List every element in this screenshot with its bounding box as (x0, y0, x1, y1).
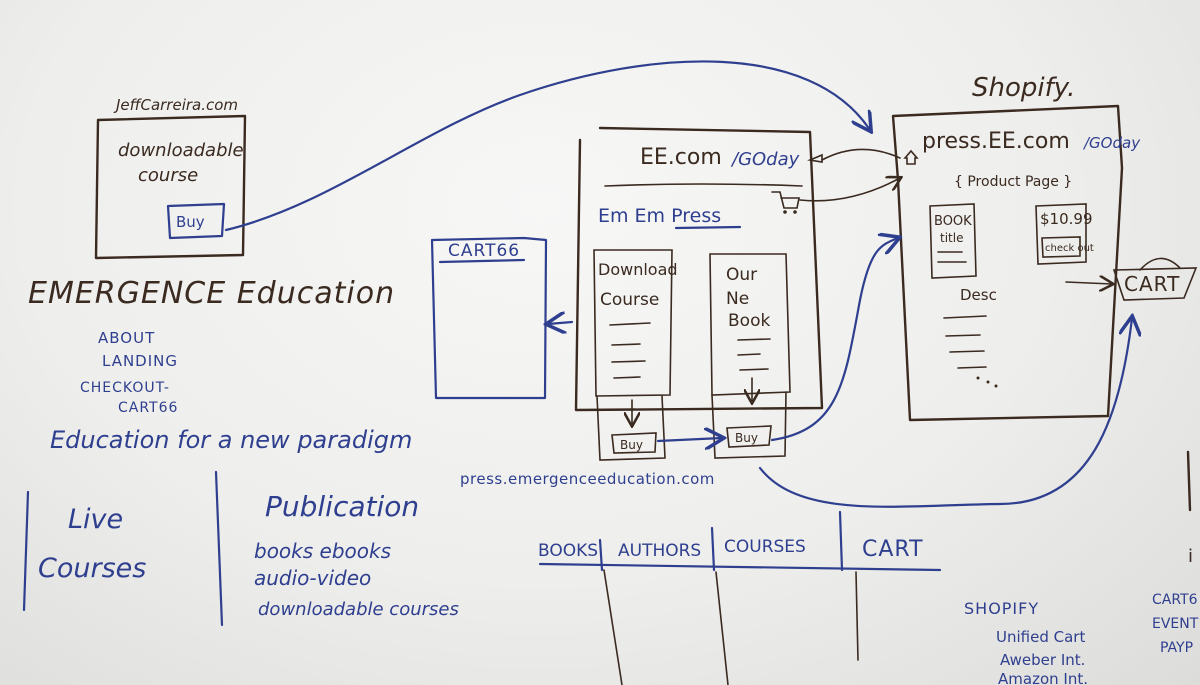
pub-item-books: books ebooks (254, 539, 391, 563)
card2-line1: Our (726, 265, 757, 285)
offerings-section: Live Courses Publication books ebooks au… (22, 470, 459, 627)
shopify-label: Shopify. (972, 73, 1075, 103)
cart-icon (771, 191, 800, 214)
cut-i: i (1188, 546, 1193, 567)
cut-right: i CART6 EVENT PAYP (1152, 450, 1199, 656)
ee-domain: EE.com (640, 145, 722, 170)
shopify-price: $10.99 (1040, 210, 1093, 228)
shopify-cart: CART (1124, 272, 1180, 296)
brand-tagline: Education for a new paradigm (50, 426, 412, 454)
cart66-sketch: CART66 (430, 236, 574, 400)
shopify-checkout: check out (1045, 243, 1094, 254)
live-line1: Live (68, 504, 123, 535)
cut-cart: CART6 (1152, 592, 1198, 608)
jeff-buy-button (166, 202, 226, 240)
shopify-desc: Desc (960, 286, 997, 304)
shopify-book: BOOK (934, 214, 972, 229)
live-line2: Courses (38, 553, 146, 584)
nav-cart: CART (862, 537, 924, 562)
jeff-title-line2: course (138, 165, 198, 186)
emergence-section: EMERGENCE Education ABOUT LANDING CHECKO… (28, 276, 412, 454)
card2-line3: Book (728, 311, 770, 331)
brand-link-landing: LANDING (102, 352, 178, 370)
shopify-path: /GOday (1082, 134, 1141, 152)
jeff-buy-label: Buy (176, 213, 205, 231)
press-url: press.emergenceeducation.com (460, 470, 715, 488)
jeff-site-box (94, 114, 247, 260)
ee-site-sketch: EE.com /GOday Em Em Press Download Cours… (460, 126, 824, 488)
pub-item-audio: audio-video (254, 566, 371, 590)
brand-link-cart66: CART66 (118, 400, 178, 416)
integrations-heading: SHOPIFY (964, 599, 1039, 618)
nav-courses: COURSES (724, 537, 806, 557)
card2-line2: Ne (726, 289, 749, 309)
house-icon (903, 149, 919, 165)
cart-basket: CART (1112, 257, 1198, 301)
nav-authors: AUTHORS (618, 541, 701, 561)
buy2-label: Buy (735, 431, 758, 445)
cut-payp: PAYP (1160, 640, 1193, 656)
shopify-domain: press.EE.com (922, 129, 1070, 154)
brand-title: EMERGENCE Education (28, 276, 395, 311)
integrations-sketch: SHOPIFY Unified Cart Aweber Int. Amazon … (964, 599, 1088, 685)
cart66-label: CART66 (448, 241, 520, 261)
ee-path: /GOday (730, 149, 800, 170)
card1-line1: Download (598, 260, 678, 279)
pub-item-courses: downloadable courses (258, 599, 459, 620)
integration-2: Aweber Int. (1000, 651, 1085, 669)
shopify-title: title (940, 231, 963, 245)
brand-link-about: ABOUT (98, 329, 155, 347)
jeff-domain: JeffCarreira.com (113, 96, 238, 114)
jeff-title-line1: downloadable (118, 140, 244, 161)
ee-site-box (574, 126, 824, 412)
card1-line2: Course (600, 290, 659, 310)
integration-3: Amazon Int. (998, 670, 1088, 685)
buy1-label: Buy (620, 438, 643, 452)
publication-title: Publication (265, 490, 419, 523)
nav-sketch: BOOKS AUTHORS COURSES CART (538, 510, 942, 685)
cut-event: EVENT (1152, 616, 1199, 632)
jeffcarreira-sketch: JeffCarreira.com downloadable course Buy (94, 96, 247, 260)
integration-1: Unified Cart (996, 628, 1085, 646)
press-title: Em Em Press (598, 205, 721, 227)
shopify-sketch: Shopify. press.EE.com /GOday { Product P… (891, 73, 1198, 422)
brand-link-checkout: CHECKOUT- (80, 380, 170, 396)
product-page: { Product Page } (954, 174, 1072, 190)
nav-books: BOOKS (538, 541, 598, 561)
flow-arrows (224, 60, 1132, 508)
